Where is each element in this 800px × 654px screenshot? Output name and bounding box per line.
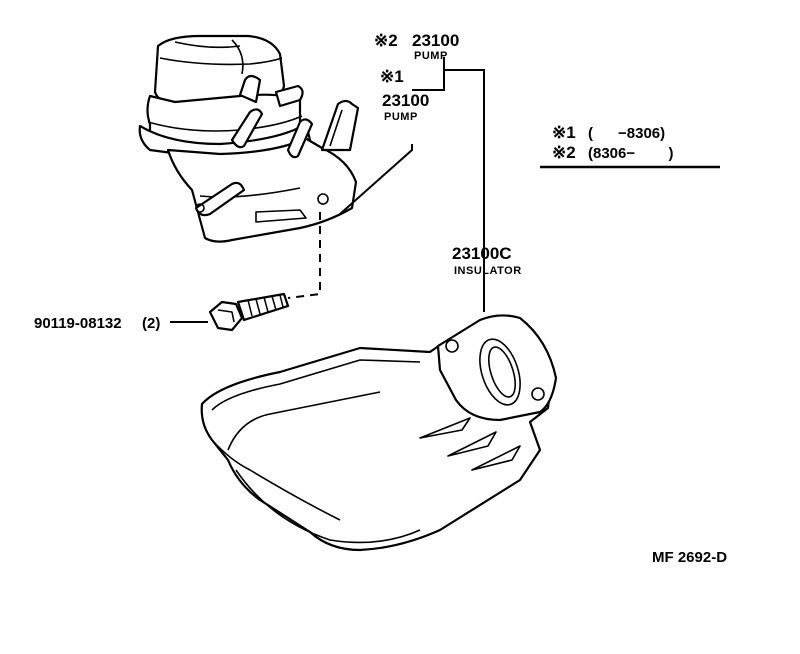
pump-var1-pointer xyxy=(339,144,413,215)
pump-var1-mark: ※1 xyxy=(380,67,404,86)
bolt-alignment-dashed-line xyxy=(287,212,321,299)
pump-var2-number: 23100 xyxy=(412,31,459,50)
legend-row2-mark: ※2 xyxy=(552,143,576,162)
pump-var1-name: PUMP xyxy=(384,111,418,123)
pump-var2-name: PUMP xyxy=(414,50,448,62)
insulator-name: INSULATOR xyxy=(454,265,522,277)
pump-var1-leader xyxy=(412,70,445,91)
insulator-number: 23100C xyxy=(452,244,512,263)
pump-var2-leader xyxy=(443,57,485,312)
bolt-illustration xyxy=(208,292,290,332)
legend-row1-mark: ※1 xyxy=(552,123,576,142)
legend-row1-range: ( −8306) xyxy=(588,125,665,142)
insulator-illustration xyxy=(200,314,558,552)
bolt-number: 90119-08132 xyxy=(34,315,122,332)
pump-var2-mark: ※2 xyxy=(374,31,398,50)
fuel-pump-illustration xyxy=(138,34,360,243)
pump-var1-number: 23100 xyxy=(382,91,429,110)
bolt-qty: (2) xyxy=(142,315,160,332)
legend-row2-range: (8306− ) xyxy=(588,145,673,162)
figure-code: MF 2692-D xyxy=(652,549,727,566)
